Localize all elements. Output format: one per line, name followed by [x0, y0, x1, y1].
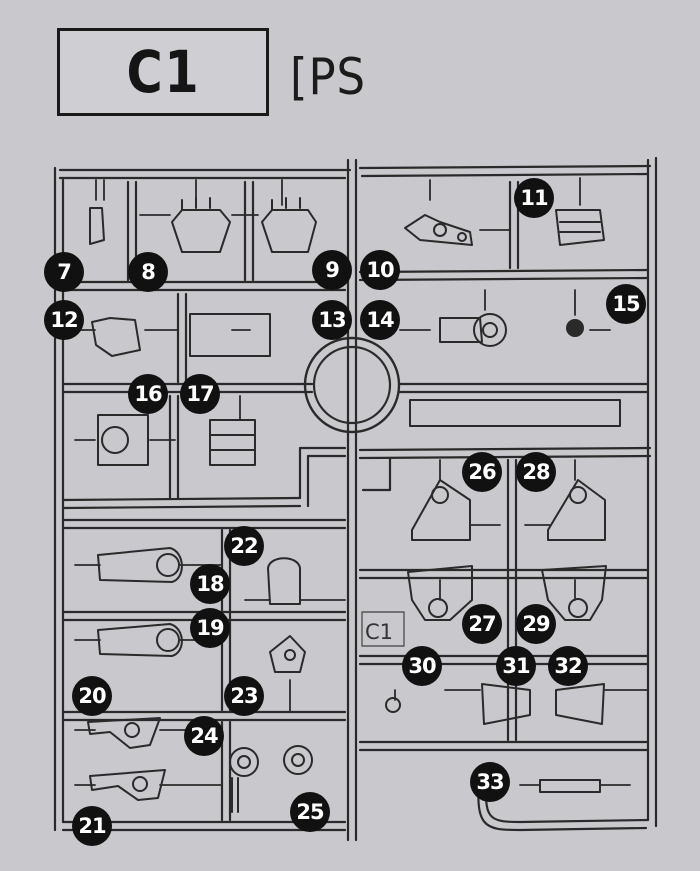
parts-outlines: [87, 197, 621, 813]
part-badge-23: 23: [224, 676, 264, 716]
runner-code-box: C1: [57, 28, 269, 116]
part-badge-14: 14: [360, 300, 400, 340]
runner-ring: [303, 336, 401, 434]
material-label: [PS: [290, 48, 366, 106]
part-badge-22: 22: [224, 526, 264, 566]
part-badge-20: 20: [72, 676, 112, 716]
runner-code: C1: [126, 38, 200, 106]
sprue-tag-frame: [361, 611, 405, 647]
part-badge-31: 31: [496, 646, 536, 686]
part-badge-13: 13: [312, 300, 352, 340]
part-badge-19: 19: [190, 608, 230, 648]
part-badge-9: 9: [312, 250, 352, 290]
sprue-tag: C1: [365, 620, 394, 644]
part-badge-30: 30: [402, 646, 442, 686]
part-badge-18: 18: [190, 564, 230, 604]
part-badge-12: 12: [44, 300, 84, 340]
part-badge-21: 21: [72, 806, 112, 846]
part-badge-16: 16: [128, 374, 168, 414]
part-badge-33: 33: [470, 762, 510, 802]
part-badge-17: 17: [180, 374, 220, 414]
part-badge-26: 26: [462, 452, 502, 492]
part-badge-29: 29: [516, 604, 556, 644]
part-badge-28: 28: [516, 452, 556, 492]
part-badge-7: 7: [44, 252, 84, 292]
part-badge-8: 8: [128, 252, 168, 292]
part-badge-24: 24: [184, 716, 224, 756]
part-badge-27: 27: [462, 604, 502, 644]
part-badge-25: 25: [290, 792, 330, 832]
part-badge-10: 10: [360, 250, 400, 290]
part-badge-15: 15: [606, 284, 646, 324]
part-badge-32: 32: [548, 646, 588, 686]
part-badge-11: 11: [514, 178, 554, 218]
